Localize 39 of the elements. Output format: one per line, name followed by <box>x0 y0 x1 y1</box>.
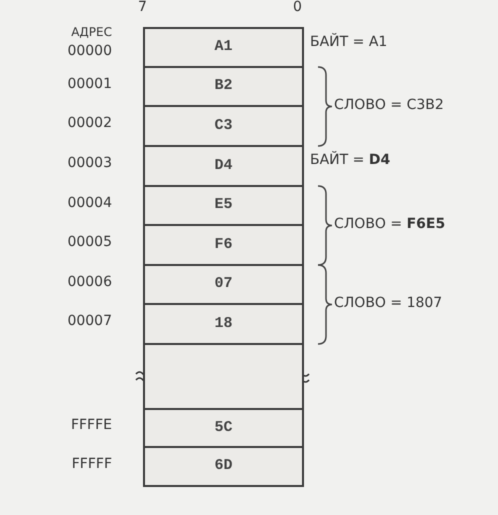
word-annotation: СЛОВО = F6E5 <box>334 216 446 230</box>
address-label: 00002 <box>67 116 112 130</box>
cell-value: D4 <box>214 156 232 176</box>
cell-value: B2 <box>214 76 232 96</box>
address-label: 00006 <box>67 274 112 288</box>
word-annotation: СЛОВО = 1807 <box>334 296 442 310</box>
memory-cell <box>143 66 304 107</box>
address-label: 00004 <box>67 196 112 210</box>
memory-cell <box>143 303 304 345</box>
memory-cell <box>143 224 304 266</box>
address-label: FFFFF <box>72 456 112 470</box>
memory-cell <box>143 408 304 448</box>
address-label: 00001 <box>67 76 112 90</box>
memory-cell <box>143 264 304 305</box>
cell-value: 5C <box>214 418 232 438</box>
memory-cell <box>143 145 304 187</box>
word-annotation: СЛОВО = C3B2 <box>334 98 444 112</box>
bit-number: 0 <box>293 0 302 14</box>
cell-value: E5 <box>214 195 232 216</box>
cell-value: A1 <box>214 37 232 58</box>
column-heading: АДРЕС <box>71 26 112 38</box>
address-label: 00007 <box>67 314 112 328</box>
address-label: 00000 <box>67 44 112 58</box>
memory-gap-cell <box>143 343 304 410</box>
address-label: FFFFE <box>70 418 112 432</box>
cell-value: F6 <box>214 234 232 255</box>
cell-value: 18 <box>214 314 232 334</box>
cell-value: 6D <box>214 456 232 476</box>
address-label: 00005 <box>67 235 112 249</box>
cell-value: 07 <box>214 274 232 294</box>
memory-cell <box>143 105 304 147</box>
cell-value: C3 <box>214 116 232 136</box>
byte-annotation: БАЙТ = A1 <box>310 35 388 49</box>
address-label: 00003 <box>67 156 112 170</box>
memory-cell <box>143 446 304 487</box>
bit-number: 7 <box>138 0 147 14</box>
byte-annotation: БАЙТ = D4 <box>310 153 390 167</box>
memory-cell <box>143 185 304 226</box>
memory-cell <box>143 27 304 68</box>
